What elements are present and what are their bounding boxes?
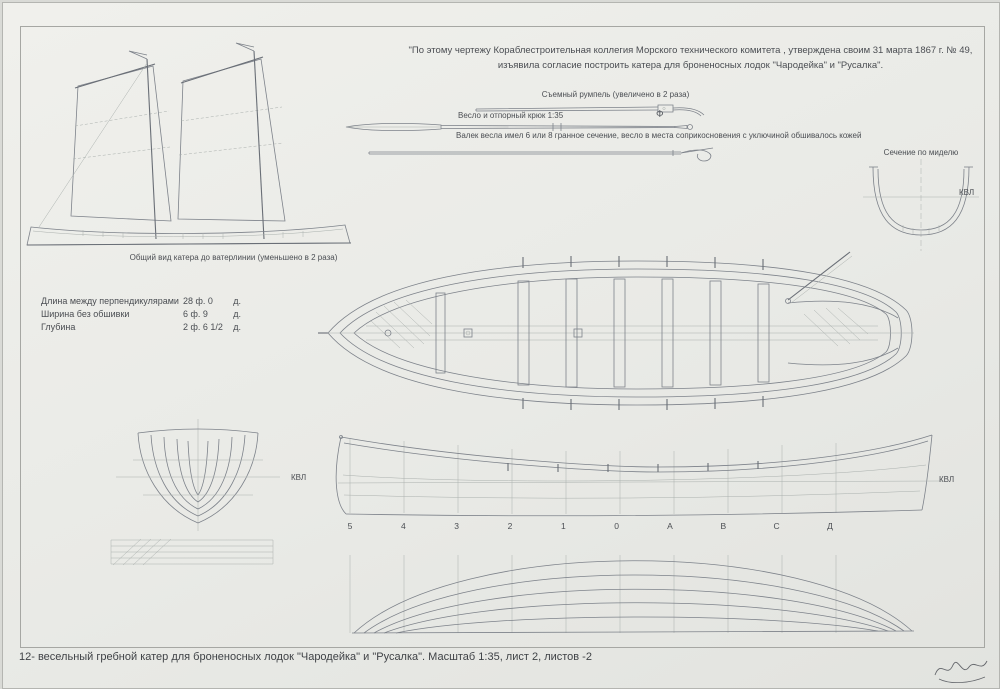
drawing-frame	[20, 26, 985, 648]
sheer-kvl-label: КВЛ	[939, 475, 955, 484]
station-label: Д	[827, 521, 833, 531]
station-label: 1	[560, 521, 566, 531]
station-label: В	[720, 521, 727, 531]
signature	[931, 653, 991, 685]
station-label: 0	[614, 521, 619, 531]
station-label: 4	[400, 521, 406, 531]
dimension-row: Глубина 2 ф. 6 1/2 д.	[41, 321, 241, 334]
dimensions-table: Длина между перпендикулярами 28 ф. 0 д. …	[41, 295, 241, 334]
oar-label: Весло и отпорный крюк 1:35	[458, 111, 564, 120]
station-label: 5	[347, 521, 353, 531]
dimension-label: Ширина без обшивки	[41, 309, 130, 319]
station-label: 3	[454, 521, 460, 531]
dimension-unit: д.	[233, 296, 241, 306]
tiller-drawing	[468, 99, 718, 119]
dimension-unit: д.	[233, 322, 241, 332]
approval-note-line2: изъявила согласие построить катера для б…	[497, 60, 884, 71]
tiller-label: Съемный румпель (увеличено в 2 раза)	[541, 90, 690, 99]
dimension-value: 6 ф. 9	[183, 309, 208, 319]
keel-detail-drawing	[110, 535, 281, 569]
midship-section-drawing	[861, 157, 981, 257]
dimension-unit: д.	[233, 309, 241, 319]
dimension-label: Глубина	[41, 322, 76, 332]
plan-view-drawing	[318, 248, 928, 418]
sheer-plan-drawing	[328, 421, 948, 526]
sail-plan-drawing	[23, 31, 353, 266]
dimension-value: 2 ф. 6 1/2	[183, 322, 223, 332]
oar-drawing	[343, 119, 713, 135]
midship-kvl-label: КВЛ	[959, 188, 975, 197]
dimension-row: Длина между перпендикулярами 28 ф. 0 д.	[41, 295, 241, 308]
half-breadth-drawing	[338, 545, 928, 640]
oar-note: Валек весла имел 6 или 8 гранное сечение…	[456, 131, 862, 140]
sail-plan-caption: Общий вид катера до ватерлинии (уменьшен…	[129, 253, 338, 262]
dimension-value: 28 ф. 0	[183, 296, 213, 306]
station-label: С	[773, 521, 780, 531]
station-label: 2	[507, 521, 513, 531]
midship-section-label: Сечение по миделю	[883, 148, 959, 157]
boathook-drawing	[363, 143, 723, 165]
station-labels: 5 4 3 2 1 0 А В С Д	[344, 521, 836, 531]
sheet-title: 12- весельный гребной катер для броненос…	[19, 651, 592, 663]
body-plan-kvl-label: КВЛ	[291, 473, 307, 482]
approval-note: "По этому чертежу Кораблестроительная ко…	[403, 43, 978, 73]
station-label: А	[667, 521, 673, 531]
oar-section-mark-icon: Ф	[656, 109, 664, 120]
dimension-label: Длина между перпендикулярами	[41, 296, 179, 306]
body-plan-drawing	[108, 415, 288, 535]
dimension-row: Ширина без обшивки 6 ф. 9 д.	[41, 308, 241, 321]
approval-note-line1: "По этому чертежу Кораблестроительная ко…	[408, 45, 973, 56]
